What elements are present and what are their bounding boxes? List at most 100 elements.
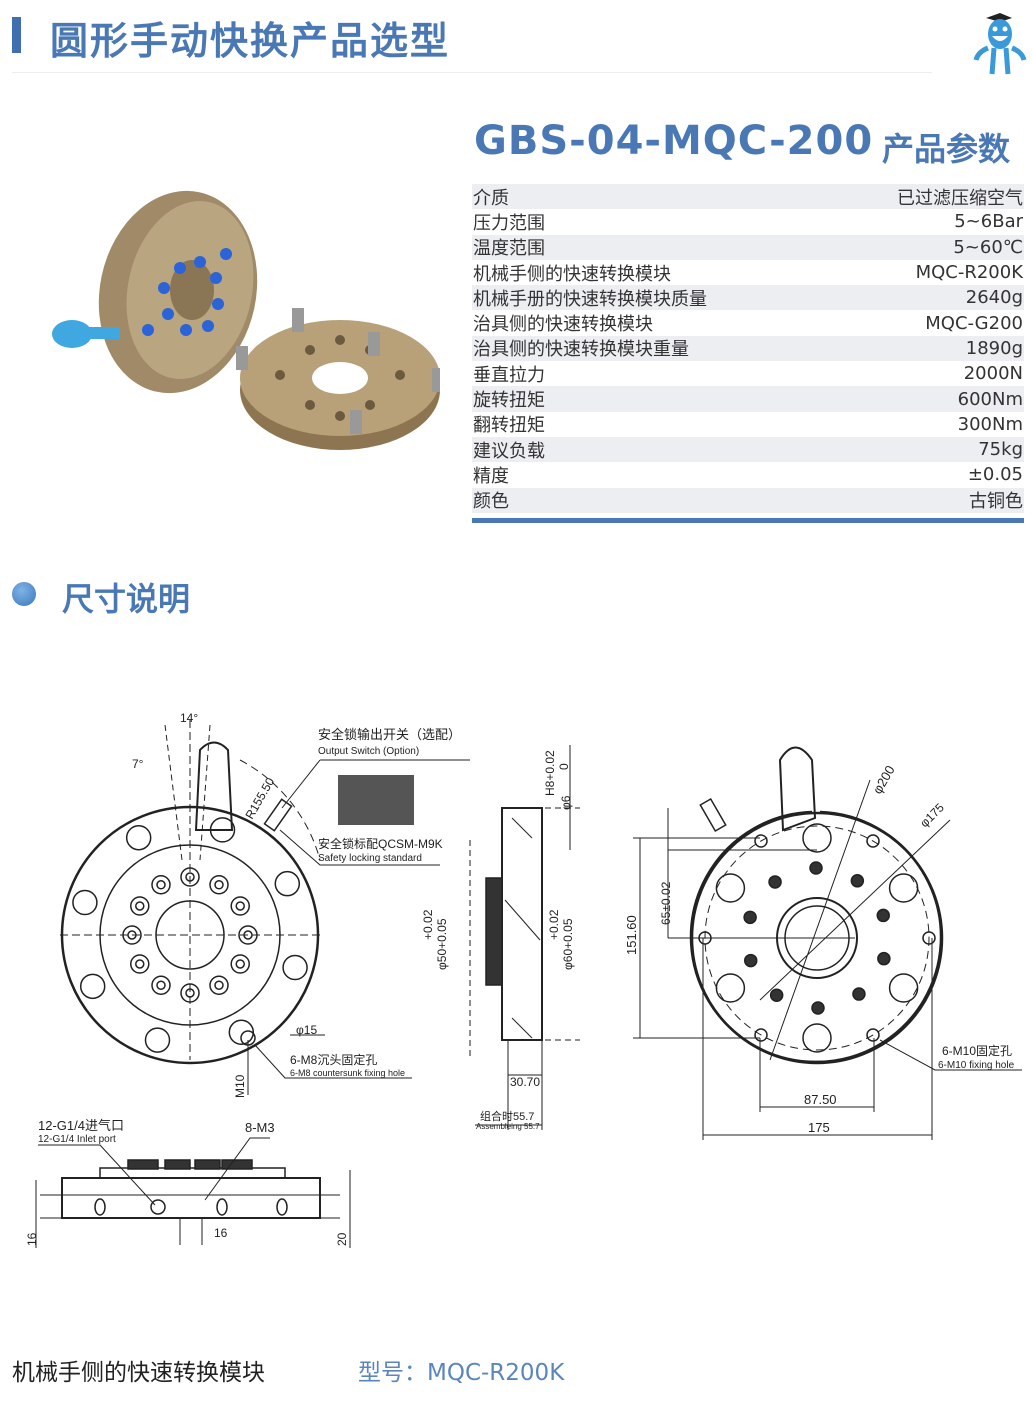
mascot-logo-icon: [973, 13, 1027, 75]
hole: [809, 861, 823, 875]
footer-module-name: 机械手侧的快速转换模块: [12, 1360, 265, 1386]
side-section-view: [469, 745, 580, 1130]
hole: [768, 875, 782, 889]
spec-label: 介质: [473, 187, 509, 209]
dimension-label: φ60+0.05: [561, 918, 575, 970]
hole: [79, 973, 106, 1000]
hole: [125, 824, 152, 851]
dimension-label: φ175: [917, 800, 947, 830]
robot-side-front-view: [60, 720, 470, 1095]
hole: [888, 873, 919, 903]
spec-value: 300Nm: [957, 413, 1023, 435]
hole: [214, 980, 224, 990]
spec-label: 精度: [473, 465, 509, 487]
dimension-label: 151.60: [624, 915, 639, 955]
hole: [802, 1023, 832, 1053]
spec-label: 机械手册的快速转换模块质量: [473, 288, 707, 310]
dimension-label: +0.02: [421, 909, 435, 940]
spec-label: 建议负载: [473, 440, 545, 462]
hole: [715, 973, 746, 1003]
dimension-label: φ200: [870, 763, 898, 797]
params-title: 产品参数: [882, 130, 1011, 168]
hole: [866, 1028, 880, 1042]
dimension-label: H8+0.02: [543, 750, 557, 796]
hole: [743, 953, 758, 968]
header-accent-bar: [12, 17, 21, 53]
dimension-label: Assembleing 55.7: [476, 1122, 540, 1131]
dimension-label: M10: [233, 1074, 247, 1098]
dimension-label: 20: [335, 1232, 349, 1246]
dimension-label: 30.70: [510, 1075, 540, 1089]
hole: [769, 988, 784, 1002]
spec-row: 治具侧的快速转换模块重量 1890g: [472, 335, 1024, 362]
dimension-label: 16: [25, 1232, 39, 1246]
hole: [850, 874, 865, 888]
hole: [877, 951, 891, 966]
spec-value: 1890g: [965, 337, 1023, 359]
header-divider: [12, 72, 932, 73]
spec-value: 2000N: [963, 363, 1023, 385]
dimension-label: 65±0.02: [659, 881, 673, 925]
hole: [852, 987, 866, 1001]
dimension-label: 6-M8沉头固定孔: [290, 1052, 377, 1067]
bottom-side-view: [35, 1137, 351, 1248]
hole: [282, 954, 308, 981]
hole: [754, 1028, 768, 1042]
hole: [876, 908, 891, 923]
spec-row: 颜色古铜色: [472, 487, 1024, 513]
hole: [209, 817, 236, 843]
spec-label: 压力范围: [473, 212, 545, 234]
hole: [72, 889, 98, 916]
hole: [802, 823, 832, 853]
spec-value: 600Nm: [957, 388, 1023, 410]
hole: [209, 875, 229, 895]
hole: [715, 873, 746, 903]
spec-label: 治具侧的快速转换模块重量: [473, 339, 689, 361]
spec-value: 5~60℃: [953, 236, 1023, 258]
hole: [156, 980, 166, 990]
hole: [235, 959, 245, 969]
spec-label: 旋转扭矩: [473, 390, 545, 412]
hole: [811, 1001, 825, 1015]
hole: [144, 1027, 171, 1053]
product-model: GBS-04-MQC-200: [474, 118, 874, 164]
dimension-label: 87.50: [804, 1092, 837, 1107]
dimension-label: 6-M10固定孔: [942, 1043, 1012, 1058]
hole: [235, 901, 245, 911]
hole: [130, 954, 150, 974]
hole: [228, 1019, 255, 1046]
spec-value: ±0.05: [967, 464, 1023, 486]
dimension-label: 0: [557, 763, 571, 770]
hole: [151, 975, 171, 995]
tool-side-front-view: [633, 746, 1022, 1140]
hole: [151, 875, 171, 895]
spec-row: 介质 已过滤压缩空气: [472, 184, 1024, 210]
hole: [130, 896, 150, 916]
spec-value: 5~6Bar: [954, 211, 1023, 233]
dimension-label: 6-M8 countersunk fixing hole: [290, 1068, 405, 1078]
product-photo: [52, 190, 440, 450]
dimension-label: φ50+0.05: [435, 918, 449, 970]
hole: [743, 910, 757, 925]
spec-row: 精度 ±0.05: [472, 462, 1024, 487]
hole: [135, 959, 145, 969]
hole: [214, 880, 224, 890]
hole: [866, 834, 880, 848]
hole: [754, 834, 768, 848]
dimension-label: 组合时55.7: [480, 1109, 534, 1123]
hole: [922, 931, 936, 945]
hole: [230, 896, 250, 916]
spec-label: 机械手侧的快速转换模块: [473, 263, 671, 285]
dimension-label: 175: [808, 1120, 830, 1135]
dimension-label: 14°: [180, 711, 198, 725]
spec-value: 已过滤压缩空气: [897, 187, 1023, 209]
dimension-label: 12-G1/4 Inlet port: [38, 1134, 116, 1145]
hole: [156, 880, 166, 890]
